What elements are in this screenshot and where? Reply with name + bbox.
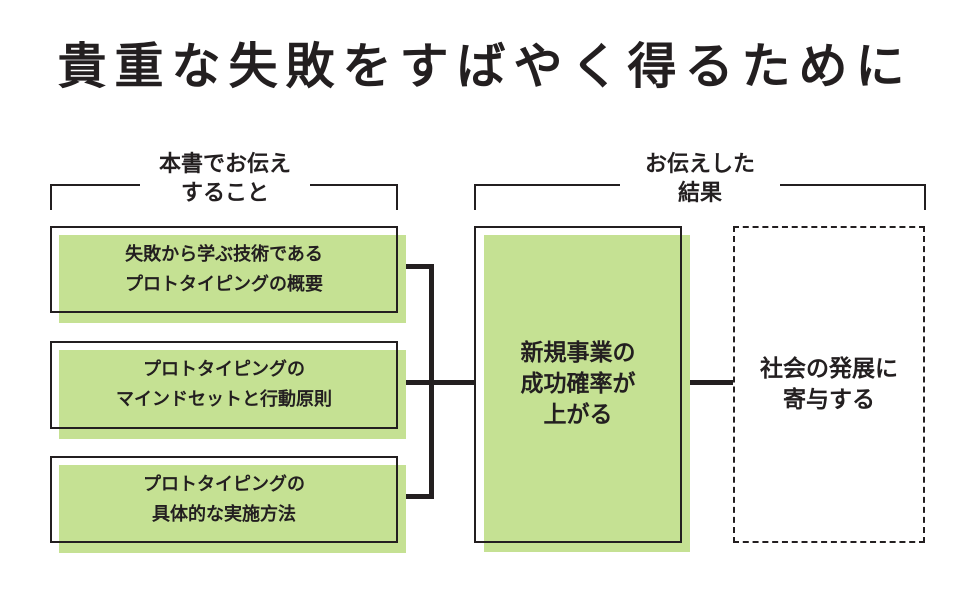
connector-vertical bbox=[429, 264, 434, 499]
outcome-box: 社会の発展に 寄与する bbox=[733, 226, 925, 543]
topic-3-text: プロトタイピングの 具体的な実施方法 bbox=[143, 473, 305, 525]
connector-topic-1 bbox=[398, 264, 432, 269]
connector-topic-2 bbox=[398, 380, 432, 385]
outcome-text: 社会の発展に 寄与する bbox=[760, 355, 898, 413]
topic-2-text: プロトタイピングの マインドセットと行動原則 bbox=[116, 359, 332, 410]
connector-to-result bbox=[432, 380, 474, 385]
result-fill bbox=[484, 235, 690, 552]
result-box: 新規事業の 成功確率が 上がる bbox=[474, 226, 682, 543]
connector-to-outcome bbox=[681, 380, 734, 385]
page-title: 貴重な失敗をすばやく得るために bbox=[57, 38, 913, 95]
right-bracket-label: お伝えした 結果 bbox=[620, 150, 780, 208]
topic-box-3: プロトタイピングの 具体的な実施方法 bbox=[50, 456, 398, 543]
topic-2-fill bbox=[59, 350, 406, 439]
left-bracket-label: 本書でお伝え すること bbox=[140, 150, 310, 208]
topic-box-2: プロトタイピングの マインドセットと行動原則 bbox=[50, 341, 398, 429]
topic-3-fill bbox=[59, 465, 406, 553]
topic-1-fill bbox=[59, 235, 406, 323]
connector-topic-3 bbox=[398, 494, 432, 499]
topic-box-1: 失敗から学ぶ技術である プロトタイピングの概要 bbox=[50, 226, 398, 313]
topic-1-text: 失敗から学ぶ技術である プロトタイピングの概要 bbox=[125, 243, 323, 295]
result-text: 新規事業の 成功確率が 上がる bbox=[520, 340, 636, 428]
